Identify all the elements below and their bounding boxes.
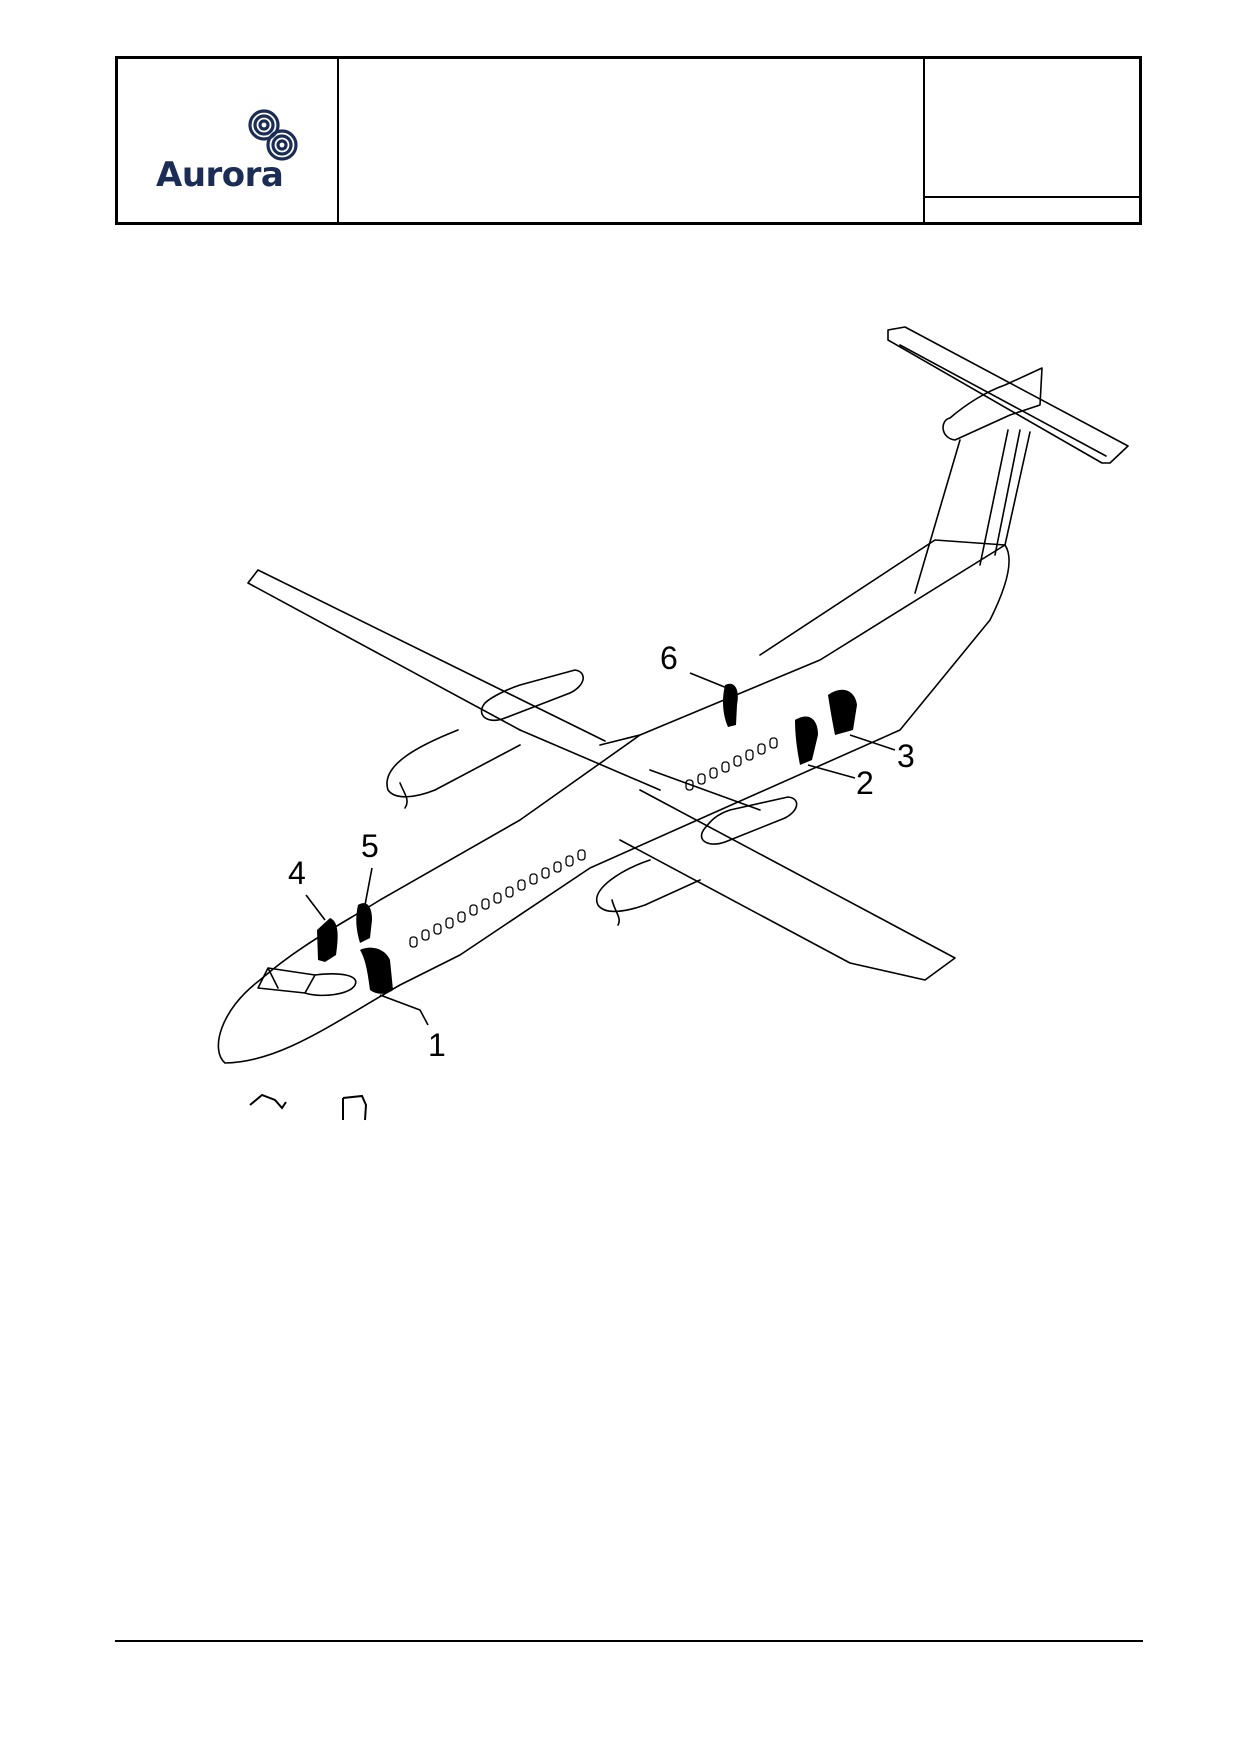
right-wing	[619, 789, 956, 981]
leader-4	[305, 894, 326, 921]
callout-4: 4	[288, 855, 306, 891]
right-engine-lower	[595, 859, 701, 913]
left-engine-lower	[386, 729, 521, 798]
stabilizer-pod	[942, 367, 1043, 441]
fuselage	[217, 544, 1010, 1064]
zone-6	[723, 683, 738, 727]
logo-cell: Aurora	[118, 59, 339, 222]
title-cell	[339, 59, 925, 222]
callout-1: 1	[428, 1027, 446, 1063]
cockpit-window	[257, 967, 357, 997]
logo-text: Aurora	[156, 155, 284, 195]
reference-divider	[925, 196, 1139, 198]
leader-1	[379, 994, 429, 1026]
left-wing	[247, 569, 606, 742]
callout-3: 3	[897, 738, 915, 774]
callout-2: 2	[856, 765, 874, 801]
zone-4	[317, 918, 338, 962]
aircraft-diagram	[217, 326, 1129, 1121]
right-engine	[700, 796, 798, 845]
gear-door-icon	[342, 1094, 368, 1121]
leader-3	[849, 734, 896, 751]
callout-6: 6	[660, 640, 678, 676]
zone-2	[795, 716, 818, 765]
reference-cell	[925, 59, 1139, 222]
zone-1	[360, 947, 393, 994]
vertical-fin	[914, 429, 1031, 594]
zone-5	[356, 903, 372, 943]
left-engine	[480, 669, 584, 722]
leader-2	[807, 764, 856, 779]
document-header: Aurora	[115, 56, 1142, 225]
leader-6	[689, 672, 728, 689]
leader-5	[364, 867, 373, 906]
aurora-logo-icon	[248, 109, 298, 161]
footer-rule	[115, 1640, 1143, 1642]
cabin-windows	[409, 737, 778, 948]
horizontal-stabilizer	[887, 326, 1129, 464]
callout-5: 5	[361, 828, 379, 864]
nose-gear-icon	[249, 1093, 287, 1110]
zone-3	[828, 689, 857, 735]
